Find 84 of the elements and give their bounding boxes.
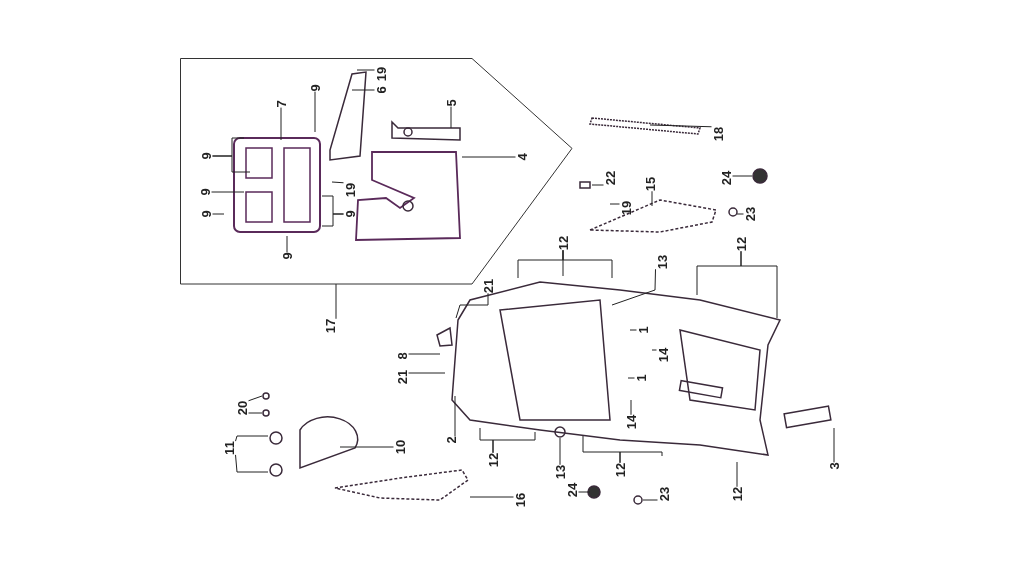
callout-number: 16 [513, 492, 527, 508]
leader-line [736, 461, 738, 488]
leader-line [629, 329, 637, 331]
leader-line [321, 213, 344, 227]
leader-line [591, 184, 604, 186]
leader-line [331, 181, 344, 184]
leader-line [280, 107, 282, 141]
callout-number: 7 [274, 100, 288, 108]
callout-number: 24 [719, 170, 733, 186]
callout-number: 15 [643, 176, 657, 192]
callout-number: 9 [198, 188, 212, 196]
leader-line [235, 454, 269, 473]
callout-number: 1 [636, 326, 650, 334]
leader-line [351, 89, 375, 91]
callout-number: 21 [395, 369, 409, 385]
callout-number: 9 [308, 84, 322, 92]
leader-line [450, 106, 452, 129]
leader-line [454, 395, 456, 437]
leader-line [356, 69, 375, 71]
callout-number: 6 [374, 86, 388, 94]
callout-number: 9 [280, 252, 294, 260]
callout-number: 17 [323, 318, 337, 334]
leader-line [469, 496, 514, 498]
leader-line [211, 191, 245, 193]
leader-line [212, 155, 251, 173]
callout-number: 9 [343, 210, 357, 218]
callout-number: 23 [657, 486, 671, 502]
leader-line [235, 435, 269, 442]
leader-line [649, 124, 712, 128]
callout-number: 22 [603, 170, 617, 186]
callout-number: 9 [199, 210, 213, 218]
leader-line [578, 491, 591, 493]
leader-line [492, 431, 536, 454]
leader-line [559, 437, 561, 466]
callout-number: 12 [613, 462, 627, 478]
leader-line [611, 268, 656, 306]
callout-number: 2 [444, 436, 458, 444]
leader-line [335, 283, 337, 320]
leader-line [627, 377, 635, 379]
callout-number: 1 [634, 374, 648, 382]
leader-line [642, 499, 658, 501]
callout-number: 24 [565, 482, 579, 498]
leader-line [212, 213, 225, 215]
callout-number: 4 [515, 153, 529, 161]
callout-number: 12 [556, 235, 570, 251]
callout-number: 19 [619, 200, 633, 216]
callout-number: 13 [655, 254, 669, 270]
callout-number: 20 [235, 400, 249, 416]
leader-line [562, 249, 613, 279]
leader-line [408, 372, 446, 374]
callout-number: 19 [343, 182, 357, 198]
leader-line [630, 399, 632, 416]
callout-number: 18 [711, 126, 725, 142]
leader-line [314, 91, 316, 133]
leader-line [651, 349, 657, 351]
callout-number: 14 [656, 347, 670, 363]
leader-line [740, 250, 778, 319]
leader-line [651, 190, 653, 207]
leader-line [619, 451, 663, 464]
callout-number: 23 [743, 206, 757, 222]
callout-number: 10 [393, 439, 407, 455]
leader-line [732, 175, 753, 177]
leader-line [248, 412, 263, 414]
callout-number: 21 [481, 278, 495, 294]
callout-number: 12 [730, 486, 744, 502]
callout-number: 14 [624, 414, 638, 430]
callout-number: 11 [222, 441, 236, 455]
leader-line [609, 203, 620, 205]
callout-number: 12 [486, 452, 500, 468]
leader-line [461, 156, 516, 158]
leader-line [833, 427, 835, 463]
leader-line [339, 446, 394, 448]
leader-line [248, 395, 263, 402]
leader-line [286, 235, 288, 253]
leader-line [736, 213, 744, 215]
leader-line [455, 292, 489, 319]
callout-number: 19 [374, 66, 388, 82]
callout-number: 3 [827, 462, 841, 470]
callout-number: 13 [553, 464, 567, 480]
callout-number: 5 [444, 99, 458, 107]
callout-number: 8 [395, 352, 409, 360]
leader-line [408, 353, 441, 355]
callout-number: 9 [199, 152, 213, 160]
callout-number: 12 [734, 236, 748, 252]
